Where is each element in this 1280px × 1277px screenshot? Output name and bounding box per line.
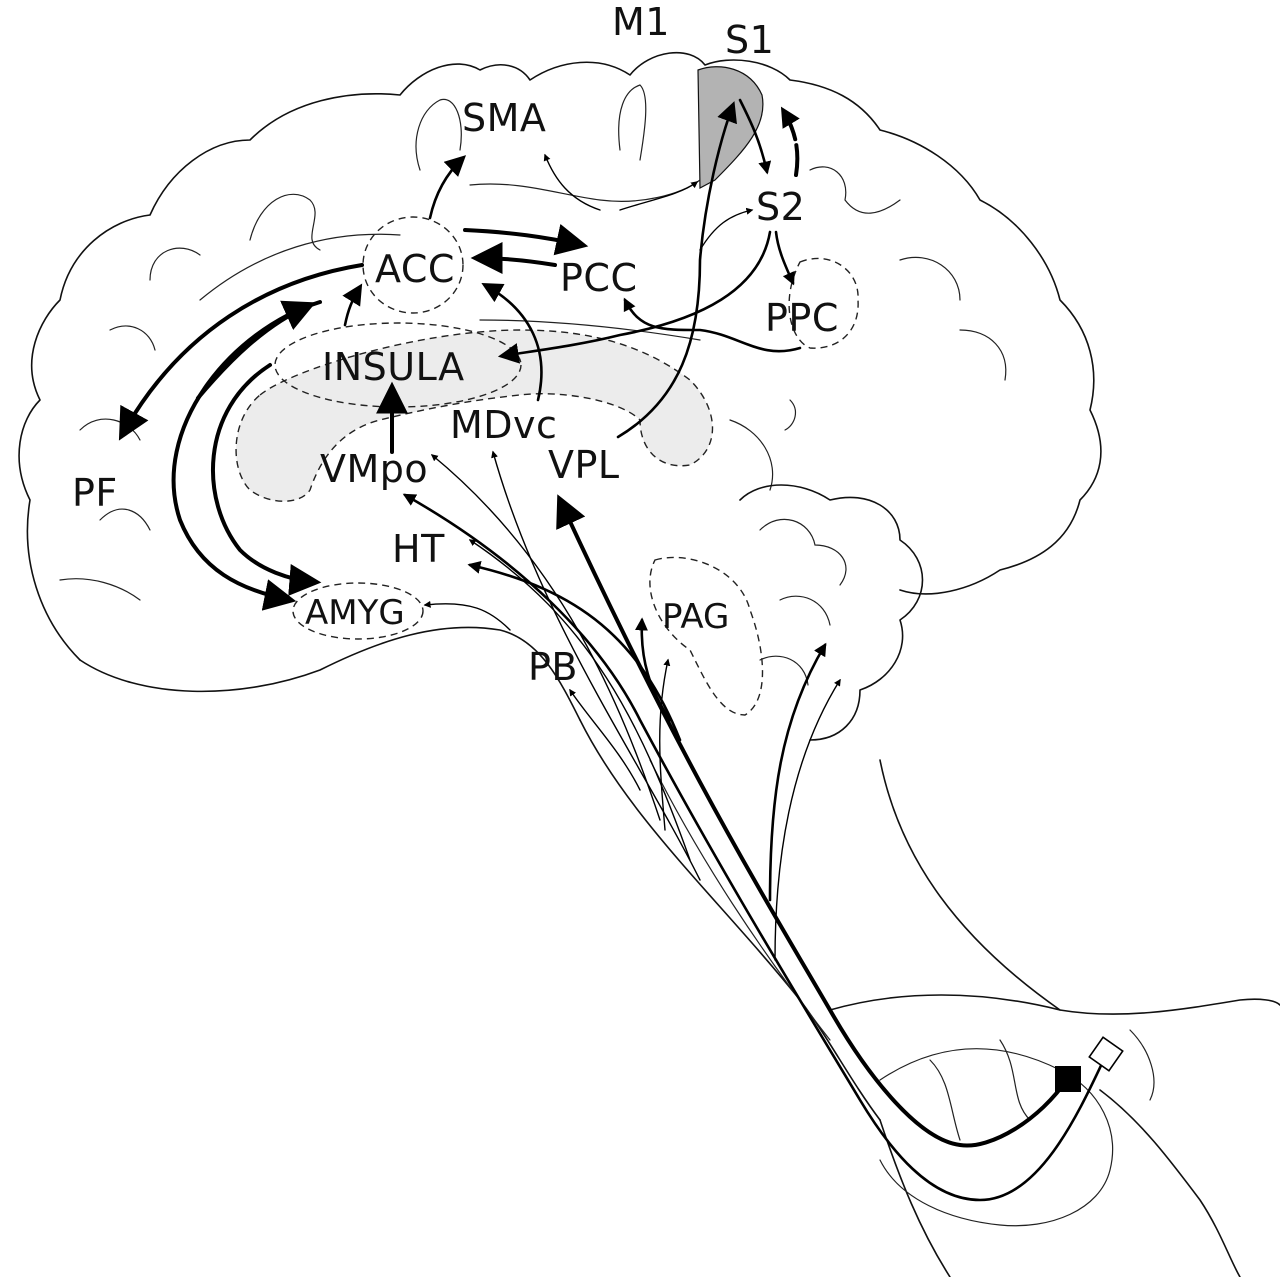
amyg-outline: [292, 582, 424, 640]
to-sma-thin-arrow: [543, 153, 601, 211]
label-s1: S1: [725, 18, 774, 62]
acc-to-sma-arrow: [428, 155, 467, 220]
ppc-outline: [788, 257, 859, 349]
pag-outline: [649, 556, 764, 716]
label-pag: PAG: [662, 597, 729, 637]
s1-region: [697, 66, 764, 189]
vpl-to-s1-arrow: [616, 101, 737, 439]
spinal-neuron-filled-square: [1055, 1066, 1081, 1092]
to-s2-thin-arrow: [699, 207, 754, 251]
spinal-to-vmpo-arrow: [402, 493, 1108, 1202]
spinal-to-pag-arrow-1: [634, 617, 672, 722]
acc-outline: [362, 216, 464, 314]
spinal-to-pb-arrow: [569, 688, 641, 791]
to-m1-thin-arrow: [619, 181, 699, 211]
spinal-to-cerebellum-arrow-2: [774, 678, 841, 961]
insular-cortex-region: [235, 329, 714, 502]
spinal-to-vmpo-thin-arrow: [430, 454, 661, 821]
label-sma: SMA: [462, 96, 546, 140]
label-m1: M1: [612, 0, 670, 44]
spinal-to-ht-arrow-2: [467, 560, 682, 742]
ppc-to-pcc-arrow: [623, 297, 802, 353]
amyg-to-acc-arrow: [196, 300, 316, 400]
spinal-to-pag-arrow-2: [659, 658, 671, 831]
label-mdvc: MDvc: [450, 403, 557, 447]
pcc-to-acc-arrow: [470, 242, 557, 275]
brain-outline: [18, 51, 1280, 1277]
spinal-to-ht-arrow-1: [468, 539, 691, 861]
label-pf: PF: [72, 471, 118, 515]
spinothalamic-to-vpl-arrow: [556, 494, 1070, 1148]
label-pb: PB: [528, 645, 578, 689]
label-vmpo: VMpo: [320, 447, 428, 491]
acc-to-pf-arrow: [118, 263, 364, 441]
s2-to-ppc-arrow: [774, 230, 795, 286]
label-vpl: VPL: [548, 443, 620, 487]
label-ppc: PPC: [765, 296, 839, 340]
s2-to-s1-arrow: [780, 106, 800, 177]
acc-to-pcc-arrow: [463, 223, 589, 256]
spinal-to-mdvc-arrow: [491, 450, 701, 881]
label-s2: S2: [756, 185, 805, 229]
label-ht: HT: [392, 527, 445, 571]
acc-loop-to-amyg-arrow-1: [171, 300, 322, 611]
insula-to-acc-arrow: [342, 283, 363, 327]
s1-to-s2-arrow: [738, 98, 772, 175]
label-amyg: AMYG: [305, 593, 405, 633]
spinal-neuron-open-square: [1088, 1036, 1124, 1072]
pb-to-amyg-arrow: [423, 600, 511, 631]
mdvc-to-acc-arrow: [481, 282, 543, 402]
label-pcc: PCC: [560, 256, 637, 300]
label-acc: ACC: [375, 247, 455, 291]
spinal-to-cerebellum-arrow-1: [768, 642, 827, 902]
label-insula: INSULA: [322, 345, 465, 389]
s2-to-insula-arrow: [497, 230, 772, 364]
acc-loop-to-amyg-arrow-2: [210, 363, 322, 596]
pathways: [118, 98, 1108, 1202]
